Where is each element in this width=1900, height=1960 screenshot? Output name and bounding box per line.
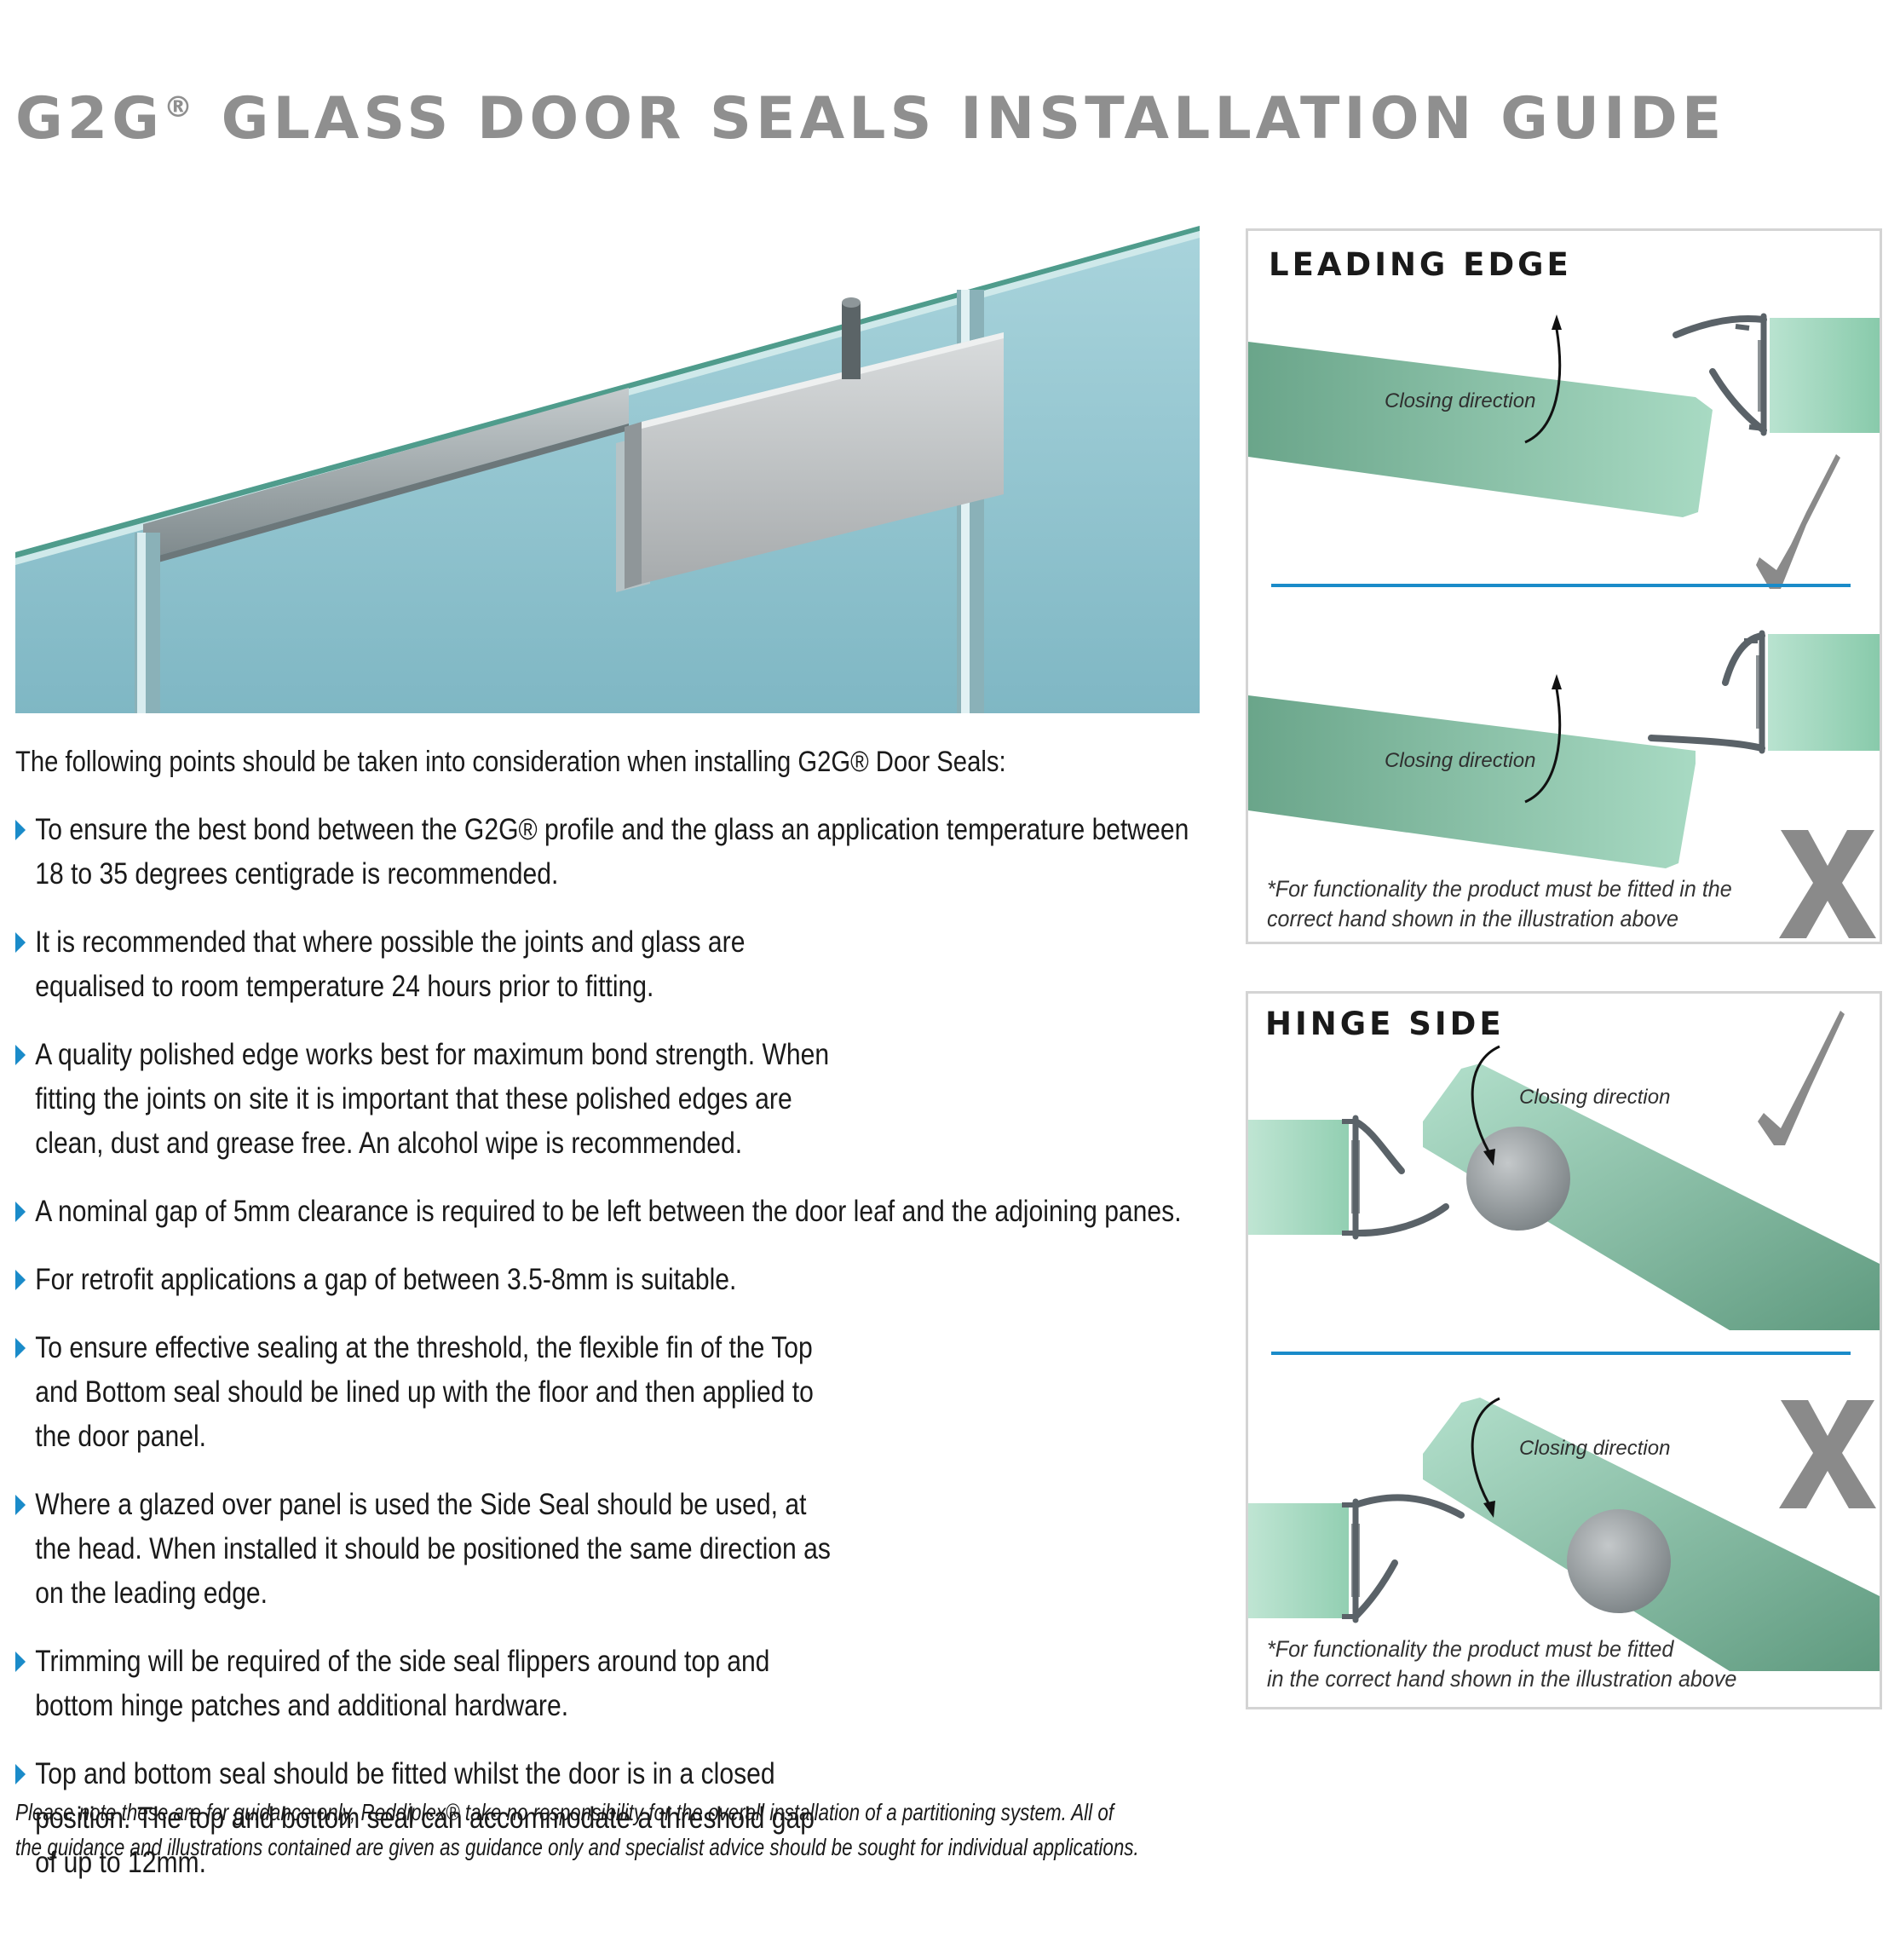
page-title: G2G® GLASS DOOR SEALS INSTALLATION GUIDE <box>15 85 1725 153</box>
leading-edge-panel: LEADING EDGE Closing direction Closing d… <box>1246 228 1882 944</box>
title-registered-mark: ® <box>163 90 197 124</box>
leading-edge-note: *For functionality the product must be f… <box>1267 876 1732 931</box>
glass-door-photo <box>15 226 1200 713</box>
closing-direction-label: Closing direction <box>1519 1086 1671 1109</box>
list-item: A nominal gap of 5mm clearance is requir… <box>15 1190 1202 1234</box>
bullet-arrow-icon <box>15 1338 26 1358</box>
list-item: For retrofit applications a gap of betwe… <box>15 1258 1202 1302</box>
closing-direction-label: Closing direction <box>1519 1437 1671 1460</box>
list-item: Top and bottom seal should be fitted whi… <box>15 1752 841 1885</box>
leading-edge-title: LEADING EDGE <box>1269 246 1572 283</box>
closing-direction-label: Closing direction <box>1385 749 1536 772</box>
leading-edge-diagram <box>1248 313 1880 938</box>
list-item: To ensure the best bond between the G2G®… <box>15 808 1202 896</box>
list-item: Where a glazed over panel is used the Si… <box>15 1483 841 1616</box>
bullet-arrow-icon <box>15 820 26 840</box>
bullet-arrow-icon <box>15 1495 26 1515</box>
guidance-list: To ensure the best bond between the G2G®… <box>15 808 1202 1885</box>
title-rest: GLASS DOOR SEALS INSTALLATION GUIDE <box>196 85 1726 153</box>
hinge-side-diagram <box>1248 1011 1880 1671</box>
hinge-side-note: *For functionality the product must be f… <box>1267 1636 1737 1692</box>
list-item: To ensure effective sealing at the thres… <box>15 1326 849 1459</box>
hinge-side-title: HINGE SIDE <box>1265 1006 1505 1042</box>
bullet-arrow-icon <box>15 932 26 953</box>
closing-direction-label: Closing direction <box>1385 389 1536 412</box>
disclaimer-note: Please note these are for guidance only,… <box>15 1799 1139 1860</box>
title-brand: G2G <box>15 85 164 153</box>
bullet-arrow-icon <box>15 1764 26 1784</box>
bullet-arrow-icon <box>15 1202 26 1222</box>
bullet-arrow-icon <box>15 1045 26 1065</box>
bullet-arrow-icon <box>15 1652 26 1672</box>
bullet-arrow-icon <box>15 1270 26 1290</box>
hinge-side-panel: HINGE SIDE Closing direction Closing dir… <box>1246 991 1882 1709</box>
intro-text: The following points should be taken int… <box>15 746 1006 778</box>
list-item: It is recommended that where possible th… <box>15 920 841 1009</box>
list-item: Trimming will be required of the side se… <box>15 1640 826 1728</box>
list-item: A quality polished edge works best for m… <box>15 1033 841 1166</box>
